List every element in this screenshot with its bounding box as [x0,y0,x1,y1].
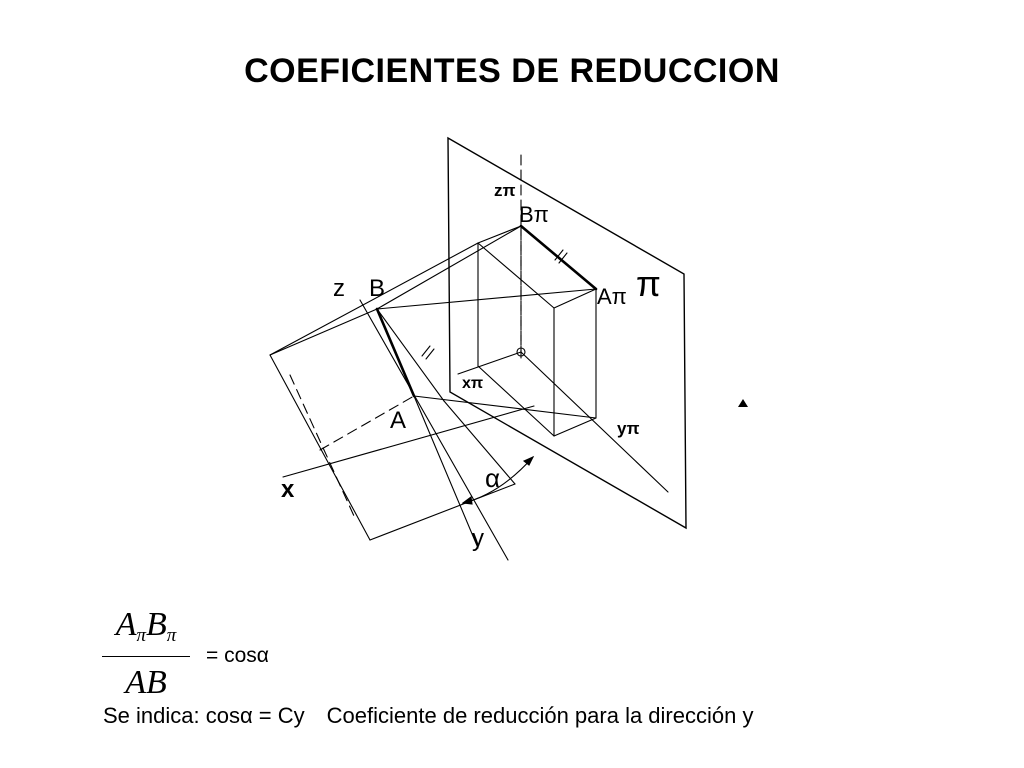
projection-plane-pi [447,136,687,530]
fraction-numerator: AπBπ [100,606,192,647]
label-x: x [281,476,295,503]
reduction-coefficient-diagram: z B A x y α zπ Bπ Aπ π xπ yπ [269,136,748,561]
numerator-A: A [115,606,137,643]
left-box-hidden-edge [319,395,415,451]
label-B: B [369,275,385,302]
z-axis [359,299,509,561]
fraction-bar [102,656,190,657]
label-A-pi: Aπ [597,284,627,309]
page-title: COEFICIENTES DE REDUCCION [244,52,780,90]
x-pi-line [457,351,522,375]
marker-triangle-icon [738,399,748,407]
arc-arrowhead [461,496,473,505]
label-alpha: α [485,463,500,493]
projecting-ray [413,395,597,419]
left-box-edge [369,483,516,541]
numerator-A-subscript: π [136,625,146,646]
label-A: A [390,407,406,434]
arc-arrowhead [522,455,535,466]
label-B-pi: Bπ [519,202,549,227]
parallel-mark [425,348,435,360]
y-axis-line [413,395,479,549]
box-edge [477,242,555,309]
label-y-pi: yπ [617,419,639,438]
box-edge [477,225,522,244]
left-box-hidden-edge [289,374,355,517]
box-edge [553,417,597,437]
box-edge [553,288,597,309]
definition-note: Se indica: cosα = Cy Coeficiente de reduc… [103,703,753,729]
parallel-mark [421,345,431,357]
left-box-edge [269,308,378,356]
projecting-ray [376,225,522,310]
left-box-edge [376,308,445,402]
parallel-mark [558,252,568,264]
label-plane-pi: π [636,263,661,304]
numerator-B-subscript: π [166,625,177,646]
left-box-edge [269,354,371,541]
box-edge [477,365,555,437]
label-x-pi: xπ [462,375,483,392]
label-z: z [333,275,345,302]
projecting-ray [269,242,479,356]
segment-AB [375,307,416,398]
equals-cos-alpha: = cosα [206,644,269,667]
segment-AB-projection [519,224,598,291]
numerator-B: B [146,606,167,643]
x-axis [282,405,535,478]
left-box-edge [443,400,516,485]
note-cy-definition: Se indica: cosα = Cy [103,703,305,728]
fraction-denominator: AB [125,664,167,701]
label-y: y [472,525,484,552]
note-coefficient-description: Coeficiente de reducción para la direcci… [326,703,754,728]
label-z-pi: zπ [494,181,516,200]
projecting-ray [376,288,597,310]
y-pi-line [520,351,669,493]
parallel-mark [554,249,564,261]
